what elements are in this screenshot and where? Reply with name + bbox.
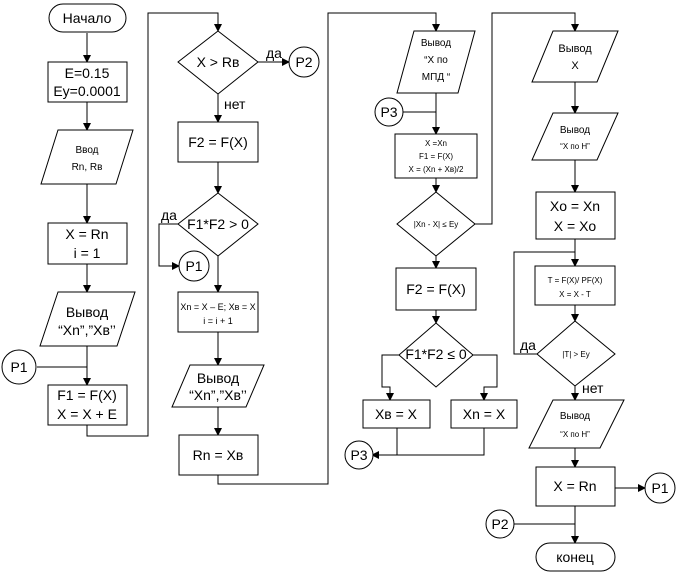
node-cond4-text: F1*F2 ≤ 0	[405, 346, 467, 362]
node-out4-line1: Вывод	[558, 43, 592, 55]
node-input-line2: Rn, Rв	[72, 162, 103, 173]
node-out5-line1: Вывод	[560, 125, 590, 136]
connector-p2-bottom-text: P2	[491, 516, 508, 532]
connector-p1-left: P1	[1, 349, 37, 385]
connector-p1-mid: P1	[178, 250, 210, 282]
node-out1: Вывод “Xn”,”Xв’’	[39, 291, 136, 347]
label-no3: нет	[582, 380, 604, 396]
node-newton: T = F(X)/ PF(X) X = X - T	[534, 265, 616, 306]
node-out2-line2: “Xn”,”Xв’’	[189, 387, 247, 403]
node-out4-line2: X	[571, 60, 579, 72]
node-out3-line2: “X по	[424, 55, 448, 66]
node-xn-text: Xn = X	[463, 406, 506, 422]
node-cond2: F1*F2 > 0	[177, 192, 259, 257]
connector-p2-bottom: P2	[485, 509, 515, 539]
node-upd-line1: Xn = X – E; Xв = X	[180, 302, 255, 312]
node-out3-line3: МПД “	[422, 72, 450, 83]
node-xrn: X = Rn	[535, 466, 616, 507]
node-cond5-text: |T| > Ey	[562, 350, 590, 359]
node-cond3: |Xn - X| ≤ Ey	[396, 191, 476, 257]
connector-p1-mid-text: P1	[185, 258, 202, 274]
node-out5: Вывод “X по Н”	[531, 112, 619, 161]
node-setx-line2: i = 1	[74, 245, 101, 261]
node-f2b-text: F2 = F(X)	[406, 281, 466, 297]
label-yes2: да	[161, 207, 177, 223]
node-end: конец	[535, 542, 616, 572]
connector-p1-left-text: P1	[10, 359, 27, 375]
connector-p2-top: P2	[288, 46, 320, 78]
label-yes1: да	[266, 45, 282, 61]
node-out6-line1: Вывод	[560, 411, 590, 422]
node-input-line1: Ввод	[75, 145, 98, 156]
node-calc1-line1: F1 = F(X)	[57, 387, 117, 403]
node-cond4: F1*F2 ≤ 0	[398, 322, 474, 388]
connector-p1-right-text: P1	[651, 480, 668, 496]
node-mpd: X =Xn F1 = F(X) X = (Xn + Xв)/2	[394, 133, 478, 179]
node-end-text: конец	[556, 549, 594, 565]
node-out6-line2: “X по Н”	[560, 430, 590, 439]
node-cond2-text: F1*F2 > 0	[187, 216, 249, 232]
node-out1-line1: Вывод	[66, 304, 108, 320]
label-yes3: да	[520, 337, 536, 353]
node-cond5: |T| > Ey	[536, 320, 616, 387]
node-mpd-line1: X =Xn	[425, 139, 447, 148]
node-xb-text: Xв = X	[375, 406, 418, 422]
node-xo-line2: X = Xo	[554, 218, 597, 234]
node-f2a-text: F2 = F(X)	[188, 134, 248, 150]
node-rn: Rn = Xв	[178, 434, 259, 476]
node-f2b: F2 = F(X)	[395, 267, 477, 311]
connector-p3-bottom-text: P3	[350, 447, 367, 463]
node-init-line1: E=0.15	[65, 65, 110, 81]
node-upd: Xn = X – E; Xв = X i = i + 1	[177, 291, 259, 333]
connector-p3-top: P3	[374, 97, 404, 127]
node-mpd-line2: F1 = F(X)	[419, 152, 453, 161]
node-xb: Xв = X	[362, 399, 431, 429]
node-mpd-line3: X = (Xn + Xв)/2	[409, 165, 464, 174]
node-out2-line1: Вывод	[197, 370, 239, 386]
connector-p3-bottom: P3	[344, 440, 374, 470]
connector-p1-right: P1	[644, 472, 676, 504]
node-out4: Вывод X	[531, 30, 619, 83]
node-init-line2: Ey=0.0001	[53, 83, 121, 99]
node-setx: X = Rn i = 1	[47, 222, 128, 265]
node-out2: Вывод “Xn”,”Xв’’	[171, 364, 265, 408]
node-start-text: Начало	[63, 10, 112, 26]
node-xn: Xn = X	[450, 399, 518, 429]
connector-p3-top-text: P3	[380, 104, 397, 120]
node-xo: Xo = Xn X = Xo	[535, 191, 616, 240]
node-init: E=0.15 Ey=0.0001	[47, 61, 128, 103]
node-calc1-line2: X = X + E	[57, 406, 117, 422]
node-out6: Вывод “X по Н”	[528, 399, 625, 449]
node-xrn-text: X = Rn	[553, 478, 596, 494]
node-f2a: F2 = F(X)	[177, 121, 259, 163]
connector-p2-top-text: P2	[295, 54, 312, 70]
node-out3-line1: Вывод	[421, 38, 451, 49]
node-out3: Вывод “X по МПД “	[396, 30, 476, 94]
label-no1: нет	[224, 96, 246, 112]
node-input: Ввод Rn, Rв	[40, 129, 134, 185]
node-setx-line1: X = Rn	[65, 226, 108, 242]
node-out5-line2: “X по Н”	[560, 142, 590, 151]
node-upd-line2: i = i + 1	[203, 316, 233, 326]
node-cond3-text: |Xn - X| ≤ Ey	[414, 220, 459, 229]
node-start: Начало	[48, 3, 127, 33]
node-cond1: X > Rв	[177, 30, 259, 95]
node-calc1: F1 = F(X) X = X + E	[47, 384, 128, 426]
node-out1-line2: “Xn”,”Xв’’	[58, 322, 116, 338]
node-cond1-text: X > Rв	[197, 54, 240, 70]
node-rn-text: Rn = Xв	[193, 447, 244, 463]
node-xo-line1: Xo = Xn	[550, 198, 600, 214]
node-newton-line2: X = X - T	[559, 290, 591, 299]
node-newton-line1: T = F(X)/ PF(X)	[548, 276, 603, 285]
edges	[37, 12, 646, 544]
